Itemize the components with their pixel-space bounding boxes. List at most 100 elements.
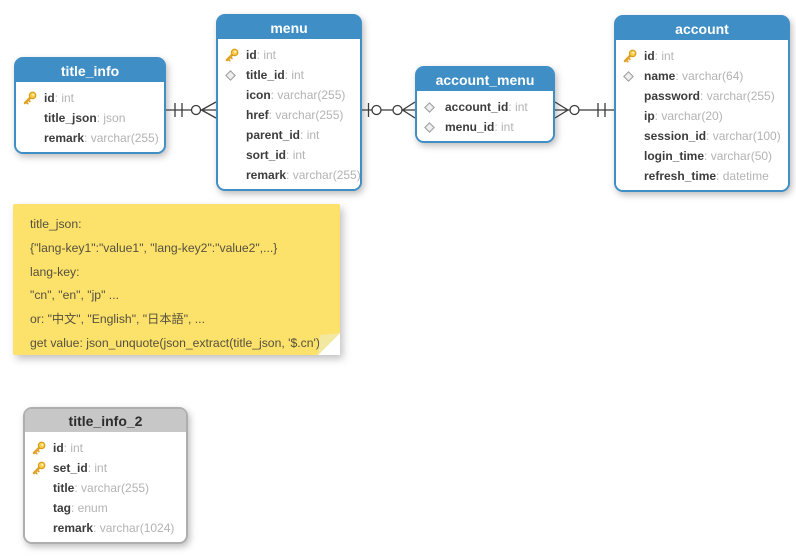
field-name: remark — [246, 168, 287, 182]
field-name: remark — [44, 131, 85, 145]
sticky-note-line: title_json: — [30, 217, 82, 231]
field-row[interactable]: account_idint — [417, 97, 553, 117]
field-row[interactable]: parent_idint — [218, 125, 360, 145]
field-name: name — [644, 69, 676, 83]
table-title-info-2[interactable]: title_info_2 idint set_idint — [23, 407, 188, 544]
field-type: enum — [71, 501, 108, 515]
field-type: varchar(100) — [706, 129, 781, 143]
field-type: varchar(255) — [74, 481, 149, 495]
table-title-info-2-header[interactable]: title_info_2 — [25, 409, 186, 434]
field-row[interactable]: iconvarchar(255) — [218, 85, 360, 105]
sticky-note[interactable]: title_json: {"lang-key1":"value1", "lang… — [13, 204, 340, 355]
field-type: datetime — [716, 169, 769, 183]
table-menu[interactable]: menu idint title_idint — [216, 14, 362, 191]
field-row[interactable]: passwordvarchar(255) — [616, 86, 788, 106]
foreign-key-diamond-icon — [225, 69, 236, 81]
field-name: ip — [644, 109, 655, 123]
field-row[interactable]: remarkvarchar(1024) — [25, 518, 186, 538]
field-name: tag — [53, 501, 71, 515]
field-row[interactable]: remarkvarchar(255) — [16, 128, 164, 148]
primary-key-icon — [32, 461, 46, 475]
foreign-key-diamond-icon — [424, 101, 435, 113]
field-row[interactable]: title_jsonjson — [16, 108, 164, 128]
field-name: refresh_time — [644, 169, 717, 183]
table-account[interactable]: account idint namevarchar(64) — [614, 15, 790, 192]
field-name: login_time — [644, 149, 705, 163]
field-row[interactable]: hrefvarchar(255) — [218, 105, 360, 125]
field-icon-gutter — [23, 91, 44, 105]
field-icon-gutter — [32, 461, 53, 475]
field-row[interactable]: titlevarchar(255) — [25, 478, 186, 498]
table-account-fields: idint namevarchar(64) passwordvarc — [616, 42, 788, 190]
field-name: icon — [246, 88, 271, 102]
field-type: varchar(255) — [700, 89, 775, 103]
field-name: sort_id — [246, 148, 287, 162]
field-type: int — [285, 68, 304, 82]
field-row[interactable]: set_idint — [25, 458, 186, 478]
field-name: id — [44, 91, 55, 105]
table-account-menu-fields: account_idint menu_idint — [417, 93, 553, 141]
field-name: parent_id — [246, 128, 301, 142]
table-title-info-header[interactable]: title_info — [16, 59, 164, 84]
table-title-info[interactable]: title_info idint title_jsonjson — [14, 57, 166, 154]
field-name: menu_id — [445, 120, 495, 134]
field-type: int — [300, 128, 320, 142]
field-row[interactable]: menu_idint — [417, 117, 553, 137]
sticky-note-text: title_json: {"lang-key1":"value1", "lang… — [30, 213, 324, 356]
field-icon-gutter — [424, 101, 445, 113]
field-row[interactable]: sort_idint — [218, 145, 360, 165]
field-row[interactable]: idint — [25, 438, 186, 458]
field-icon-gutter — [424, 121, 445, 133]
field-icon-gutter — [623, 49, 644, 63]
field-type: varchar(50) — [704, 149, 772, 163]
field-row[interactable]: title_idint — [218, 65, 360, 85]
field-row[interactable]: tagenum — [25, 498, 186, 518]
primary-key-icon — [32, 441, 46, 455]
field-row[interactable]: idint — [218, 45, 360, 65]
table-account-header[interactable]: account — [616, 17, 788, 42]
field-row[interactable]: idint — [16, 88, 164, 108]
field-name: title — [53, 481, 75, 495]
field-name: set_id — [53, 461, 88, 475]
field-row[interactable]: login_timevarchar(50) — [616, 146, 788, 166]
field-type: int — [508, 100, 528, 114]
table-menu-header[interactable]: menu — [218, 16, 360, 41]
primary-key-icon — [23, 91, 37, 105]
field-icon-gutter — [225, 69, 246, 81]
table-account-menu-header[interactable]: account_menu — [417, 68, 553, 93]
field-type: varchar(1024) — [93, 521, 175, 535]
field-name: id — [53, 441, 64, 455]
table-account-menu[interactable]: account_menu account_idint menu_i — [415, 66, 555, 143]
field-type: int — [64, 441, 83, 455]
field-row[interactable]: idint — [616, 46, 788, 66]
sticky-note-line: or: "中文", "English", "日本語", ... — [30, 312, 205, 327]
field-row[interactable]: refresh_timedatetime — [616, 166, 788, 186]
field-name: session_id — [644, 129, 707, 143]
primary-key-icon — [623, 49, 637, 63]
relationship-menu-to-account-menu[interactable] — [362, 97, 415, 123]
field-type: varchar(255) — [271, 88, 345, 102]
sticky-note-line: "cn", "en", "jp" ... — [30, 288, 119, 303]
foreign-key-diamond-icon — [623, 70, 634, 82]
field-name: account_id — [445, 100, 509, 114]
field-row[interactable]: ipvarchar(20) — [616, 106, 788, 126]
field-type: int — [494, 120, 514, 134]
primary-key-icon — [225, 48, 239, 62]
field-row[interactable]: remarkvarchar(255) — [218, 165, 361, 185]
sticky-note-line: lang-key: — [30, 264, 80, 279]
table-menu-fields: idint title_idint iconvarchar(255) — [218, 41, 361, 189]
field-name: id — [246, 48, 257, 62]
sticky-note-line: get value: json_unquote(json_extract(tit… — [30, 335, 320, 350]
relationship-title-info-to-menu[interactable] — [166, 97, 216, 123]
field-type: varchar(64) — [675, 69, 743, 83]
field-icon-gutter — [623, 70, 644, 82]
field-type: varchar(20) — [655, 109, 722, 123]
field-row[interactable]: namevarchar(64) — [616, 66, 788, 86]
relationship-account-menu-to-account[interactable] — [555, 97, 614, 123]
field-type: varchar(255) — [84, 131, 159, 145]
field-name: title_json — [44, 111, 97, 125]
note-folded-corner-icon — [318, 333, 340, 355]
field-row[interactable]: session_idvarchar(100) — [616, 126, 788, 146]
field-name: password — [644, 89, 701, 103]
